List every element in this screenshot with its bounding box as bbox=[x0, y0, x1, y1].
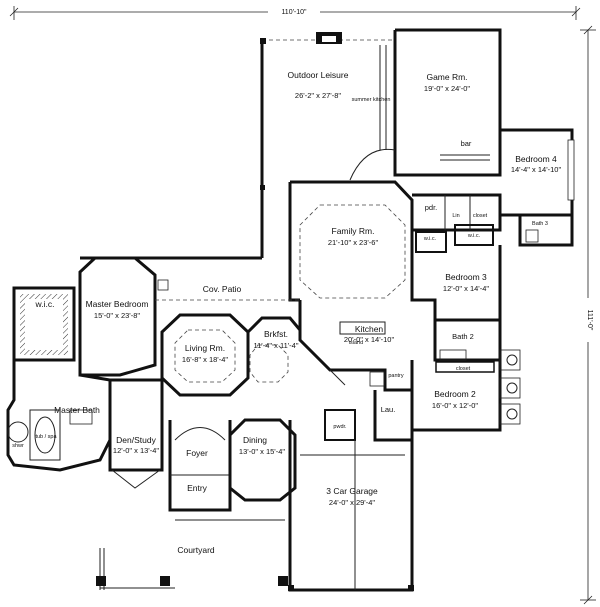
label-bath-2: Bath 2 bbox=[452, 332, 474, 341]
game-room bbox=[393, 28, 502, 177]
room-dims-game: 19'-0" x 24'-0" bbox=[424, 84, 470, 93]
label-entry: Entry bbox=[187, 483, 208, 493]
kitchen bbox=[298, 300, 412, 392]
label-bar: bar bbox=[461, 139, 472, 148]
room-dims-den: 12'-0" x 13'-4" bbox=[113, 446, 159, 455]
label-bath-3: Bath 3 bbox=[532, 221, 548, 227]
master-wic bbox=[12, 286, 76, 362]
room-name-den: Den/Study bbox=[116, 435, 156, 445]
label-island: island bbox=[349, 340, 363, 346]
room-dims-dining: 13'-0" x 15'-4" bbox=[239, 447, 285, 456]
room-name-outdoor: Outdoor Leisure bbox=[288, 70, 349, 80]
label-lau: Lau. bbox=[381, 405, 396, 414]
room-dims-living: 16'-8" x 18'-4" bbox=[182, 355, 228, 364]
room-name-mbath: Master Bath bbox=[54, 405, 100, 415]
width-dimension-label: 110'-10" bbox=[281, 9, 307, 16]
service-block bbox=[410, 193, 574, 253]
master-bedroom bbox=[78, 256, 262, 377]
label-wic-2: w.i.c. bbox=[467, 233, 481, 239]
width-dimension: 110'-10" bbox=[9, 4, 581, 20]
breakfast-nook bbox=[246, 316, 302, 383]
room-name-game: Game Rm. bbox=[426, 72, 467, 82]
label-summer-kitchen: summer kitchen bbox=[352, 97, 391, 103]
room-dims-kitchen: 20'-0" x 14'-10" bbox=[344, 335, 395, 344]
room-name-patio: Cov. Patio bbox=[203, 284, 242, 294]
label-closet-1: closet bbox=[473, 213, 488, 219]
label-pantry: pantry bbox=[388, 373, 404, 379]
label-pdr: pdr. bbox=[425, 203, 438, 212]
room-name-family: Family Rm. bbox=[332, 226, 375, 236]
room-dims-bed2: 16'-0" x 12'-0" bbox=[432, 401, 478, 410]
room-name-garage: 3 Car Garage bbox=[326, 486, 378, 496]
label-closet-2: closet bbox=[456, 366, 471, 372]
room-dims-outdoor: 26'-2" x 27'-8" bbox=[295, 91, 341, 100]
room-name-brkfst: Brkfst. bbox=[264, 329, 288, 339]
outdoor-leisure-area bbox=[260, 32, 395, 258]
room-name-dining: Dining bbox=[243, 435, 267, 445]
room-dims-brkfst: 11'-4" x 11'-4" bbox=[253, 341, 298, 350]
room-dims-bed3: 12'-0" x 14'-4" bbox=[443, 284, 489, 293]
label-lin: Lin bbox=[452, 213, 459, 219]
room-dims-garage: 24'-0" x 29'-4" bbox=[329, 498, 375, 507]
label-tub-spa: tub / spa bbox=[35, 434, 57, 440]
label-wic-3: w.i.c. bbox=[35, 299, 55, 309]
room-dims-master: 15'-0" x 23'-8" bbox=[94, 311, 140, 320]
room-name-kitchen: Kitchen bbox=[355, 324, 384, 334]
laundry bbox=[373, 390, 414, 442]
garage bbox=[288, 420, 414, 592]
living-room bbox=[160, 313, 250, 397]
label-foyer: Foyer bbox=[186, 448, 208, 458]
powder-room bbox=[324, 409, 356, 441]
label-wic-1: w.i.c. bbox=[423, 236, 437, 242]
bedroom-4 bbox=[500, 128, 575, 217]
bedroom-3 bbox=[410, 245, 502, 322]
covered-patio bbox=[155, 279, 300, 301]
room-name-bed3: Bedroom 3 bbox=[445, 272, 487, 282]
depth-dimension: 111'-0" bbox=[580, 25, 596, 605]
room-dims-bed4: 14'-4" x 14'-10" bbox=[511, 165, 562, 174]
dining-room bbox=[228, 418, 297, 502]
den-study bbox=[108, 378, 164, 489]
room-name-bed4: Bedroom 4 bbox=[515, 154, 557, 164]
bath-2 bbox=[433, 320, 502, 373]
label-pwdr: pwdr. bbox=[333, 424, 347, 430]
room-dims-family: 21'-10" x 23'-6" bbox=[328, 238, 379, 247]
courtyard-area bbox=[96, 519, 288, 590]
label-shwr: shwr bbox=[12, 443, 24, 449]
room-name-living: Living Rm. bbox=[185, 343, 225, 353]
depth-dimension-label: 111'-0" bbox=[586, 310, 593, 331]
room-name-master: Master Bedroom bbox=[86, 299, 149, 309]
label-courtyard: Courtyard bbox=[177, 545, 215, 555]
room-name-bed2: Bedroom 2 bbox=[434, 389, 476, 399]
